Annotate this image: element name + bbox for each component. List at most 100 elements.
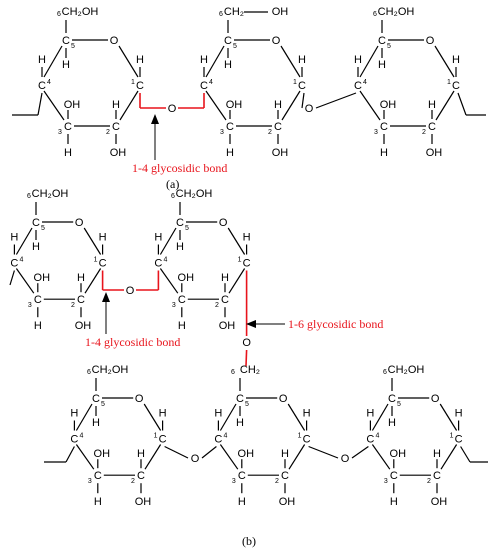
position-3: 3: [232, 478, 236, 485]
bond-line-72: [159, 227, 177, 255]
bond-line-68: [227, 227, 246, 255]
ring-carbon: C: [10, 258, 18, 270]
ch2oh-group: CH₂OH: [92, 364, 129, 376]
bond-line-134: [308, 445, 339, 459]
arrow-head-b16: [246, 320, 256, 328]
bond-line-88: [143, 403, 162, 431]
ring-carbon: C: [176, 217, 184, 229]
hydrogen: H: [62, 59, 70, 71]
caption-a: (a): [166, 177, 179, 191]
bond-line-34: [359, 45, 379, 78]
hydrogen: H: [178, 320, 186, 332]
ring-carbon: C: [455, 434, 463, 446]
bond-line-54: [83, 227, 102, 255]
position-3: 3: [384, 478, 388, 485]
bond-line-106: [219, 403, 237, 431]
ring-carbon: C: [64, 121, 72, 133]
ring-carbon: C: [62, 35, 70, 47]
ch2oh-group: CH₂OH: [62, 6, 99, 18]
position-2: 2: [268, 129, 272, 136]
hydrogen: H: [200, 54, 208, 66]
hydroxyl-group: OH: [34, 272, 51, 284]
bond-line-129: [245, 349, 248, 367]
hydrogen: H: [94, 496, 102, 508]
hydrogen: H: [226, 147, 234, 159]
ring-oxygen: O: [279, 393, 288, 405]
ring-carbon: C: [136, 80, 144, 92]
hydrogen: H: [77, 272, 85, 284]
ring-carbon: C: [380, 121, 388, 133]
hydrogen: H: [281, 448, 289, 460]
ring-carbon: C: [224, 35, 232, 47]
hydroxyl-group: OH: [238, 448, 255, 460]
hydrogen: H: [366, 408, 374, 420]
ch2oh-group: CH₂OH: [176, 188, 213, 200]
hydroxyl-group: OH: [178, 272, 195, 284]
ring-carbon: C: [38, 80, 46, 92]
position-1: 1: [94, 257, 98, 264]
hydrogen: H: [388, 417, 396, 429]
ring-carbon: C: [226, 121, 234, 133]
ring-carbon: C: [112, 121, 120, 133]
bond-line-132: [164, 445, 189, 459]
hydroxyl-group: OH: [426, 147, 443, 159]
ring-carbon: C: [298, 80, 306, 92]
ring-carbon: C: [99, 258, 107, 270]
ring-carbon: C: [159, 434, 167, 446]
ring-oxygen: O: [219, 217, 228, 229]
hydrogen: H: [99, 232, 107, 244]
bond-line-131: [65, 446, 75, 463]
position-4: 4: [163, 257, 167, 264]
bond-line-19: [205, 45, 225, 78]
hydrogen: H: [221, 272, 229, 284]
bond-line-51: [457, 92, 467, 116]
bond-line-49: [301, 92, 305, 109]
ring-carbon: C: [137, 470, 145, 482]
arrow-head-b14: [102, 292, 110, 302]
position-3: 3: [374, 129, 378, 136]
hydrogen: H: [380, 147, 388, 159]
bond-line-71: [159, 268, 179, 294]
hydrogen: H: [354, 54, 362, 66]
position-4: 4: [209, 79, 213, 86]
position-1: 1: [298, 433, 302, 440]
ch2oh-group: CH₂OH: [32, 188, 69, 200]
glycosidic-oxygen: O: [126, 285, 135, 297]
position-6: 6: [383, 369, 387, 376]
position-3: 3: [88, 478, 92, 485]
position-1: 1: [154, 433, 158, 440]
hydroxyl-group: OH: [226, 99, 243, 111]
position-3: 3: [220, 129, 224, 136]
bond-line-89: [144, 444, 162, 470]
hydrogen: H: [390, 496, 398, 508]
ring-carbon: C: [366, 434, 374, 446]
hydroxyl-group: OH: [75, 320, 92, 332]
glycosidic-oxygen: O: [341, 453, 350, 465]
position-1: 1: [293, 79, 297, 86]
position-2: 2: [215, 302, 219, 309]
ring-carbon: C: [77, 294, 85, 306]
hydrogen: H: [136, 54, 144, 66]
bond-line-50: [315, 92, 357, 109]
ring-oxygen: O: [110, 35, 119, 47]
position-5: 5: [71, 43, 75, 50]
hydroxyl-group: OH: [380, 99, 397, 111]
ring-carbon: C: [390, 470, 398, 482]
ring-carbon: C: [428, 121, 436, 133]
ch2-group: CH₂: [224, 6, 244, 18]
hydrogen: H: [32, 241, 40, 253]
glycosidic-oxygen: O: [242, 337, 251, 349]
ring-carbon: C: [94, 470, 102, 482]
hydrogen: H: [455, 408, 463, 420]
highlighted-bonds: [101, 93, 248, 367]
caption-b: (b): [242, 534, 256, 548]
bond-line-81: [9, 270, 15, 286]
bond-lines: [9, 11, 488, 494]
bond-line-16: [281, 90, 301, 121]
bond-line-30: [434, 45, 455, 78]
position-3: 3: [172, 302, 176, 309]
position-4: 4: [363, 79, 367, 86]
bond-line-33: [359, 90, 381, 121]
